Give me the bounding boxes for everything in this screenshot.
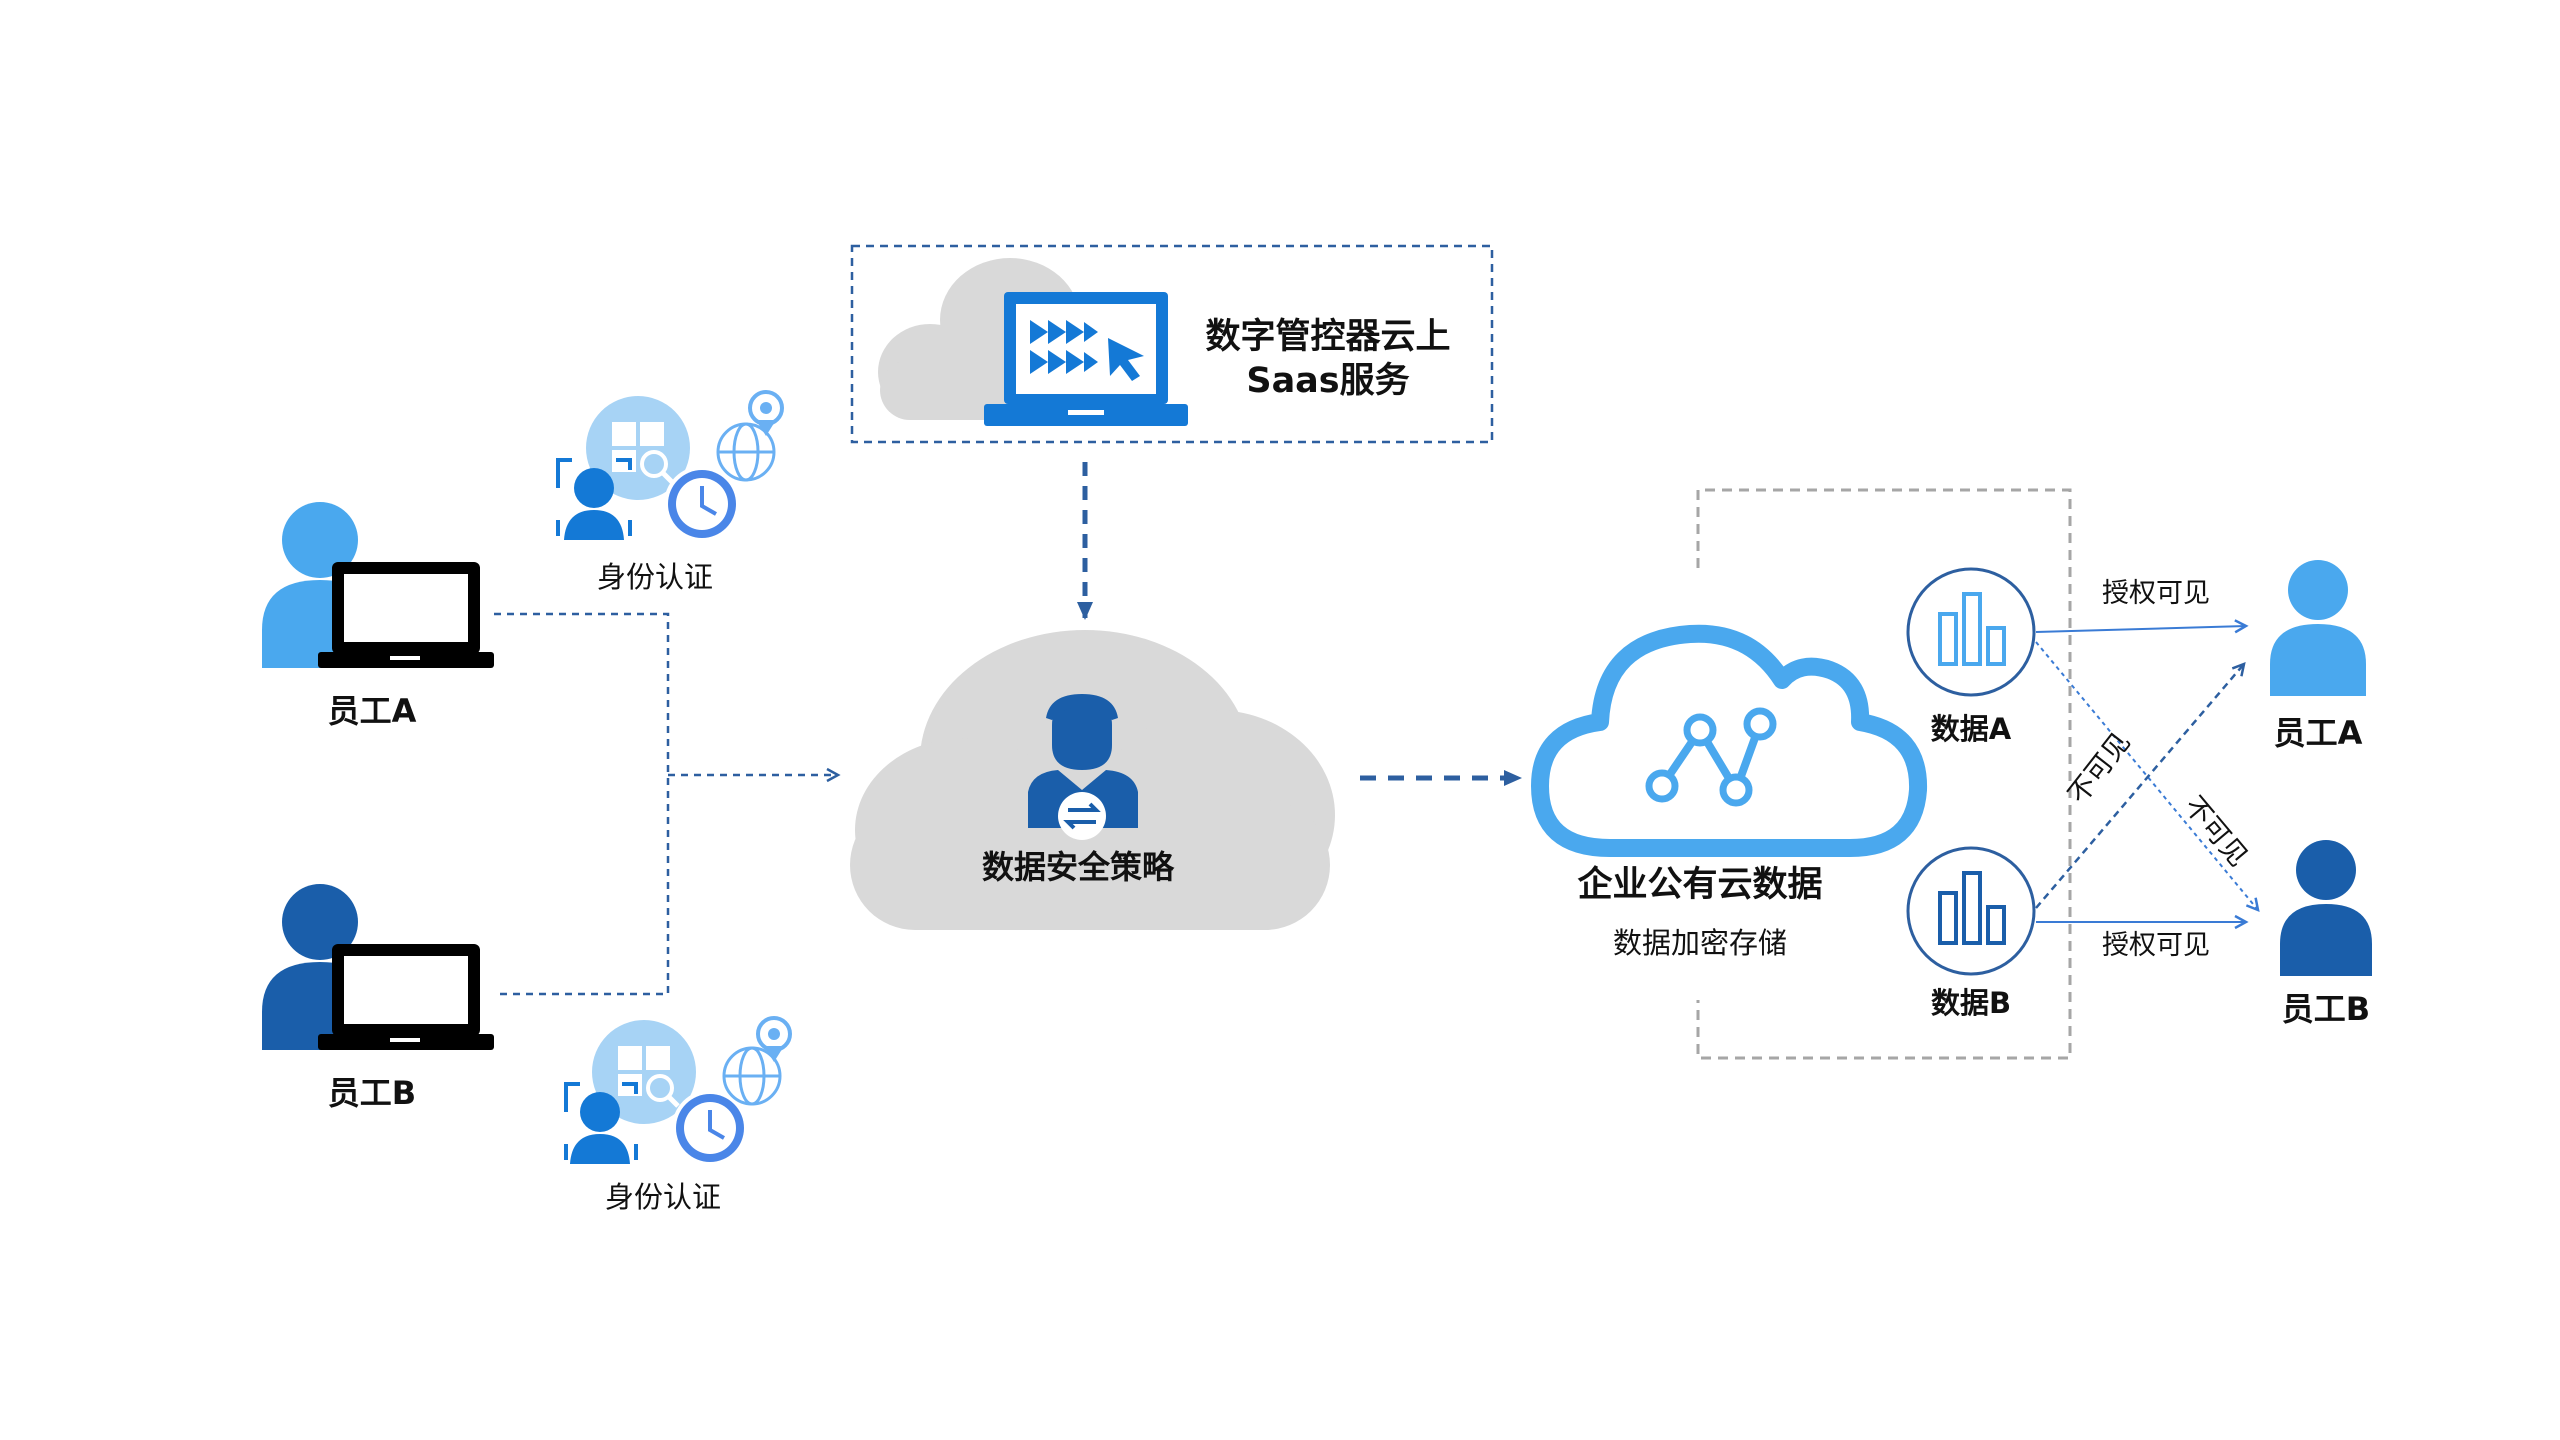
data-a-icon (1906, 567, 2036, 697)
invisible-b-arrow (2035, 662, 2246, 909)
saas-laptop-icon (984, 292, 1188, 426)
data-a-label: 数据A (1930, 712, 2012, 746)
access-arrows (2035, 619, 2260, 930)
employee-b-left-icon (262, 884, 494, 1050)
saas-title: 数字管控器云上 (1205, 317, 1451, 357)
authorized-a-label: 授权可见 (2102, 578, 2210, 609)
employee-b-right-icon (2280, 840, 2372, 976)
authorized-a-arrow (2035, 619, 2249, 634)
employee-a-right-icon (2270, 560, 2366, 696)
identity-auth-a-icon (556, 390, 784, 542)
cloud-data-subtitle: 数据加密存储 (1612, 926, 1788, 960)
employee-a-left-icon (262, 502, 494, 668)
authorized-b-label: 授权可见 (2102, 930, 2210, 961)
employee-b-left-label: 员工B (327, 1074, 417, 1112)
data-b-label: 数据B (1930, 986, 2012, 1020)
saas-frame (850, 244, 1494, 444)
employee-a-right-label: 员工A (2273, 714, 2363, 752)
policy-label: 数据安全策略 (981, 848, 1175, 886)
data-b-icon (1906, 846, 2036, 976)
identity-auth-b-label: 身份认证 (604, 1180, 722, 1214)
data-frame (1696, 488, 2072, 1060)
saas-subtitle: Saas服务 (1246, 361, 1410, 401)
cloud-data-title: 企业公有云数据 (1577, 865, 1823, 905)
invisible-a-arrow (2035, 641, 2260, 913)
employee-b-right-label: 员工B (2281, 990, 2371, 1028)
identity-auth-a-label: 身份认证 (596, 560, 714, 594)
cloud-data-icon (1531, 624, 1928, 857)
identity-auth-b-icon (564, 1016, 792, 1166)
left-connector (494, 612, 841, 996)
policy-person-icon (1028, 694, 1138, 840)
employee-a-left-label: 员工A (327, 692, 417, 730)
